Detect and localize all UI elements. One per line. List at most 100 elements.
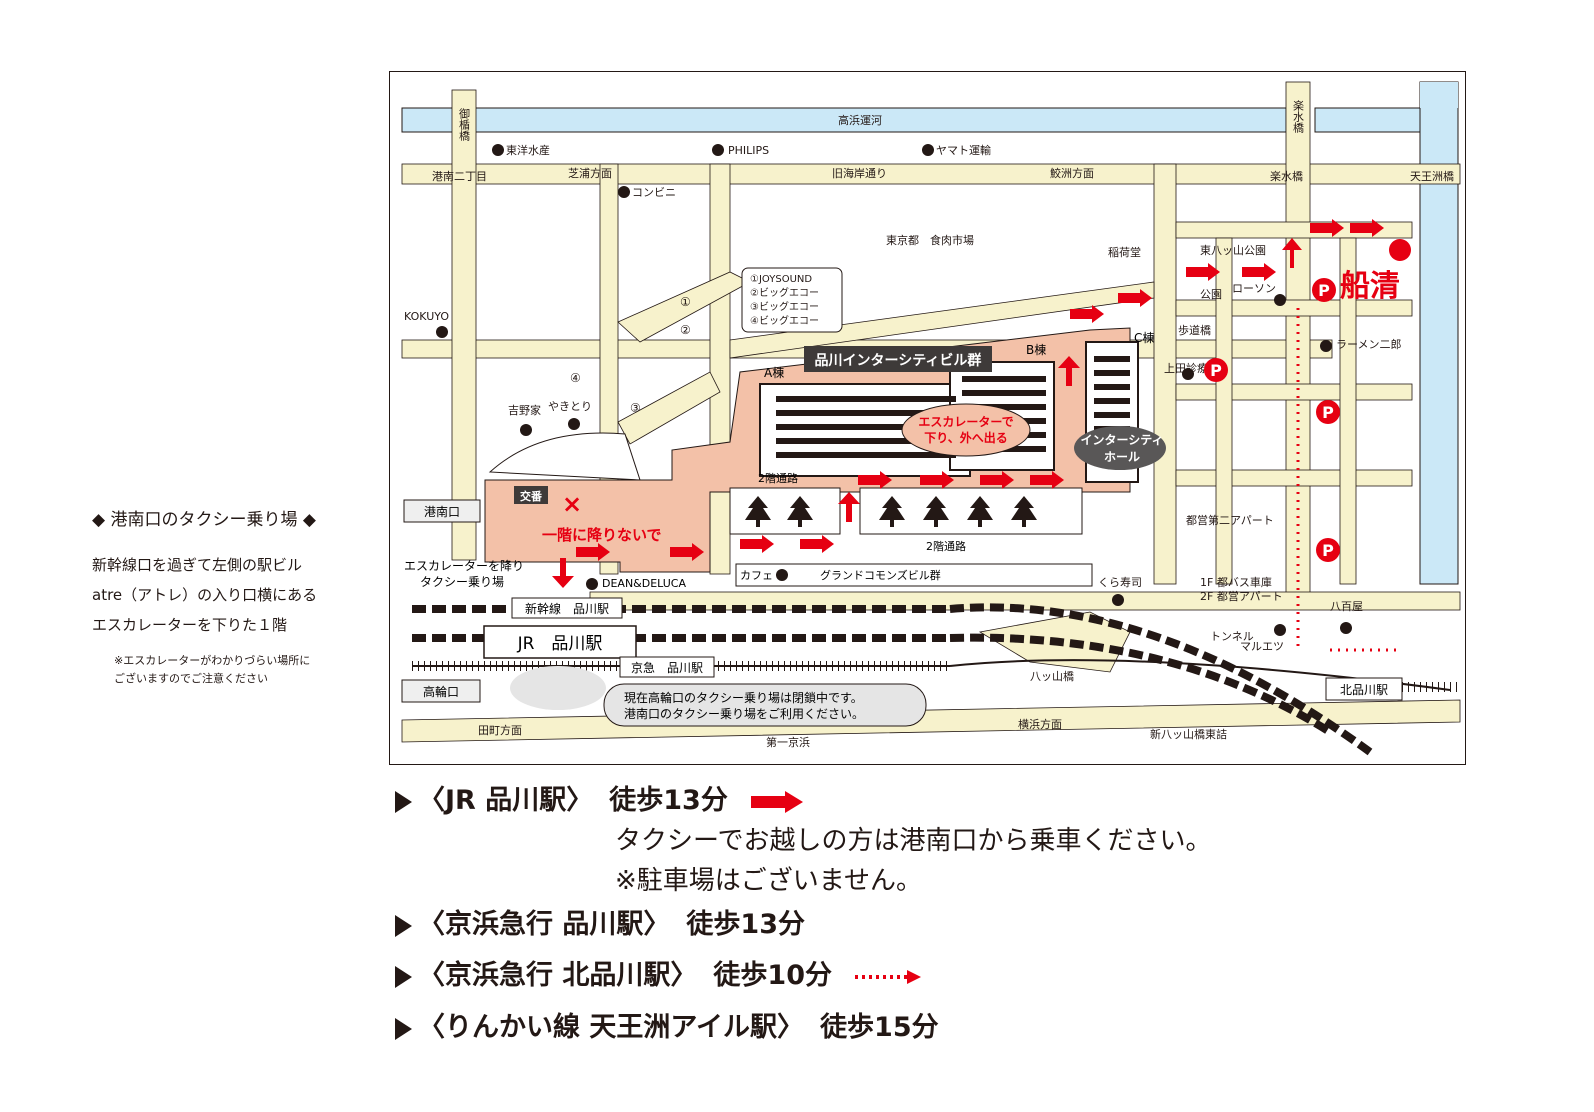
taxi-note: ◆ 港南口のタクシー乗り場 ◆ 新幹線口を過ぎて左側の駅ビル atre（アトレ）… [92, 505, 382, 688]
route-walk: 徒歩10分 [713, 960, 832, 991]
passage-label: 2階通路 [758, 471, 798, 485]
building-group-label-box [804, 346, 992, 372]
daiichi-label: 第一京浜 [766, 735, 810, 749]
route-station: 〈京浜急行 品川駅〉 [418, 909, 671, 940]
tunnel-label: トンネル [1210, 630, 1254, 643]
building-a-label: A棟 [764, 365, 784, 380]
dean-label: DEAN&DELUCA [602, 577, 686, 590]
takanawa-exit-label: 高輪口 [423, 684, 459, 699]
karaoke-item: ②ビッグエコー [750, 286, 819, 299]
bus2-label: 2F 都営アパート [1200, 589, 1283, 603]
route-walk: 徒歩13分 [609, 785, 728, 816]
philips-label: PHILIPS [728, 144, 769, 157]
inarido-label: 稲荷堂 [1108, 246, 1141, 259]
bullet-triangle-icon [395, 1017, 412, 1040]
konan2-label: 港南二丁目 [432, 170, 487, 183]
tree-courts [729, 487, 1083, 535]
jr-route-arrows [552, 219, 1384, 588]
kita-route-dots [1296, 302, 1400, 652]
cafe-label: カフェ [740, 569, 773, 582]
shinkansen-box [511, 597, 623, 619]
parking-note: ※駐車場はございません。 [615, 866, 923, 896]
hall-label: ホール [1104, 450, 1140, 464]
jr-box [483, 625, 637, 659]
river [1419, 81, 1459, 585]
solid-arrow-icon [751, 790, 804, 813]
yatsuyama-label: 八ッ山橋 [1030, 669, 1074, 683]
rakusui-label: 楽水橋 [1270, 169, 1303, 183]
takanawa-exit-box [401, 679, 481, 703]
rakusui-bridge-label: 楽水橋 [1292, 100, 1305, 134]
koban-label: 交番 [520, 489, 543, 503]
kita-box [1325, 677, 1403, 701]
closed-text: 港南口のタクシー乗り場をご利用ください。 [624, 706, 864, 721]
park-label: 東八ッ山公園 [1200, 244, 1266, 257]
canal-label: 高浜運河 [838, 113, 882, 127]
konbini-label: コンビニ [632, 186, 676, 199]
closed-text: 現在高輪口のタクシー乗り場は閉鎖中です。 [624, 690, 863, 705]
yoshinoya-label: 吉野家 [508, 403, 541, 417]
koban-box [514, 486, 548, 504]
access-map: P [389, 71, 1466, 765]
taxi-callout: エスカレーターを降り [404, 559, 524, 573]
meat-market-label: 東京都 食肉市場 [886, 233, 974, 247]
apartment-label: 都営第二アパート [1186, 513, 1274, 527]
intercity-hall [1074, 426, 1166, 470]
karaoke-item: ③ビッグエコー [750, 300, 819, 313]
karaoke-item: ①JOYSOUND [750, 274, 812, 285]
map-canvas: P [401, 81, 1461, 756]
bullet-triangle-icon [395, 965, 412, 988]
railway-tracks [412, 603, 1458, 756]
taxi-note-line: エスカレーターを下りた１階 [92, 616, 288, 634]
route-station: 〈りんかい線 天王洲アイル駅〉 [418, 1012, 805, 1043]
hall-label: インターシティ [1080, 433, 1163, 447]
taxi-note-line: atre（アトレ）の入り口横にある [92, 586, 318, 604]
taxi-note-body: 新幹線口を過ぎて左側の駅ビル atre（アトレ）の入り口横にある エスカレーター… [92, 550, 382, 640]
taxi-callout: タクシー乗り場 [420, 575, 504, 589]
ramen-label: ラーメン二郎 [1336, 337, 1402, 351]
karaoke-marker: ④ [570, 371, 581, 385]
no-down-label: 一階に降りないで [542, 526, 662, 544]
caution-line: ※エスカレーターがわかりづらい場所に [114, 654, 311, 667]
jr-note: タクシーでお越しの方は港南口から乗車ください。 [615, 826, 1212, 856]
shinkansen-label: 新幹線 品川駅 [525, 601, 609, 616]
route-keikyu: 〈京浜急行 品川駅〉徒歩13分 [395, 902, 805, 941]
jr-label: JR 品川駅 [517, 634, 603, 654]
yakitori-label: やきとり [548, 400, 592, 413]
canal-top-cut [1420, 82, 1458, 108]
bullet-triangle-icon [395, 790, 412, 813]
tamachi-label: 田町方面 [478, 723, 522, 737]
kyukaigan-label: 旧海岸通り [832, 166, 887, 180]
keikyu-label: 京急 品川駅 [631, 660, 703, 675]
grand-label: グランドコモンズビル群 [820, 568, 941, 582]
taxi-note-heading: ◆ 港南口のタクシー乗り場 ◆ [92, 510, 316, 530]
route-station: 〈京浜急行 北品川駅〉 [418, 960, 698, 991]
closed-callout [603, 683, 927, 727]
funasei-marker [1389, 239, 1411, 261]
rotary [488, 432, 641, 481]
funasei-label: 船清 [1340, 269, 1400, 304]
caution-line: ございますのでご注意ください [114, 672, 268, 685]
lawson-label: ローソン [1232, 282, 1276, 295]
dotted-arrow-icon [855, 969, 922, 984]
route-station: 〈JR 品川駅〉 [418, 785, 594, 816]
samezu-label: 鮫洲方面 [1050, 166, 1094, 180]
konan-exit-box [403, 499, 481, 523]
bus-label: 1F 都バス車庫 [1200, 575, 1272, 589]
tennozu-label: 天王洲橋 [1410, 169, 1454, 183]
kokuyo-label: KOKUYO [404, 310, 449, 323]
kita-label: 北品川駅 [1340, 683, 1388, 697]
taxi-note-line: 新幹線口を過ぎて左側の駅ビル [92, 556, 303, 574]
karaoke-legend [741, 267, 843, 333]
route-walk: 徒歩15分 [820, 1012, 939, 1043]
route-jr: 〈JR 品川駅〉徒歩13分 [395, 778, 804, 817]
building-group-label: 品川インターシティビル群 [815, 352, 982, 369]
mihashi-label: 御楯橋 [458, 107, 471, 142]
yamato-label: ヤマト運輸 [936, 143, 991, 157]
building-c-label: C棟 [1134, 330, 1154, 345]
route-kita: 〈京浜急行 北品川駅〉徒歩10分 [395, 953, 922, 992]
karaoke-marker: ① [680, 295, 691, 309]
canal [401, 107, 1287, 133]
escalator-callout [901, 403, 1031, 457]
shinyatsu-label: 新八ッ山橋東詰 [1150, 727, 1227, 741]
